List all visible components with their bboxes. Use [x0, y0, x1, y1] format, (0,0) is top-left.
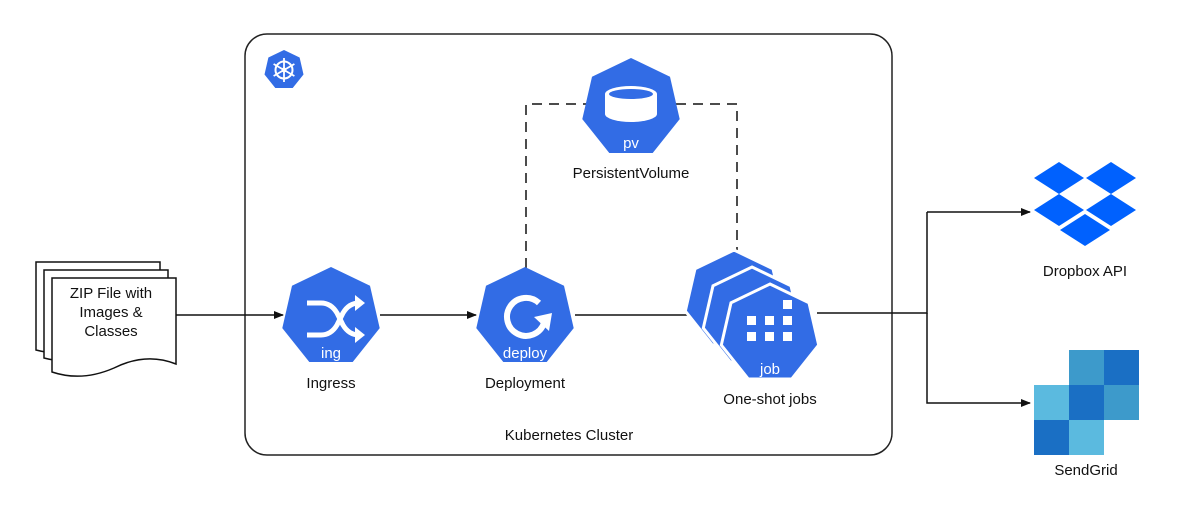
ingress-icon: ing: [282, 267, 380, 362]
deployment-label: Deployment: [484, 375, 566, 392]
persistent-volume-label: PersistentVolume: [572, 165, 690, 182]
jobs-output-line: [817, 212, 928, 314]
sendgrid-label: SendGrid: [1054, 462, 1118, 479]
arrow-to-sendgrid: [926, 313, 1031, 407]
dropbox-api-label: Dropbox API: [1042, 263, 1128, 280]
pv-deployment-dashed-link: [525, 103, 586, 268]
doc-line-3: Classes: [84, 323, 138, 340]
persistent-volume-icon: pv: [582, 58, 680, 153]
pv-jobs-dashed-link: [676, 103, 738, 250]
deployment-icon-text: deploy: [503, 345, 548, 362]
kubernetes-cluster-label: Kubernetes Cluster: [504, 427, 634, 444]
kubernetes-logo-icon: [264, 50, 304, 88]
job-icon-text: job: [759, 361, 780, 378]
job-icon: job: [719, 282, 821, 381]
sendgrid-logo-icon: [1034, 350, 1139, 455]
zip-file-document-stack: [35, 261, 177, 377]
pv-icon-text: pv: [623, 135, 639, 152]
zip-file-document-label: ZIP File with Images & Classes: [52, 284, 170, 341]
jobs-label: One-shot jobs: [723, 391, 817, 408]
doc-line-1: ZIP File with: [69, 285, 153, 302]
doc-line-2: Images &: [79, 304, 143, 321]
jobs-icon-stack: job: [683, 248, 821, 381]
kubernetes-cluster-boundary: [244, 33, 893, 456]
deployment-icon: deploy: [476, 267, 574, 362]
dropbox-logo-icon: [1034, 162, 1136, 246]
ingress-icon-text: ing: [321, 345, 341, 362]
ingress-label: Ingress: [306, 375, 356, 392]
